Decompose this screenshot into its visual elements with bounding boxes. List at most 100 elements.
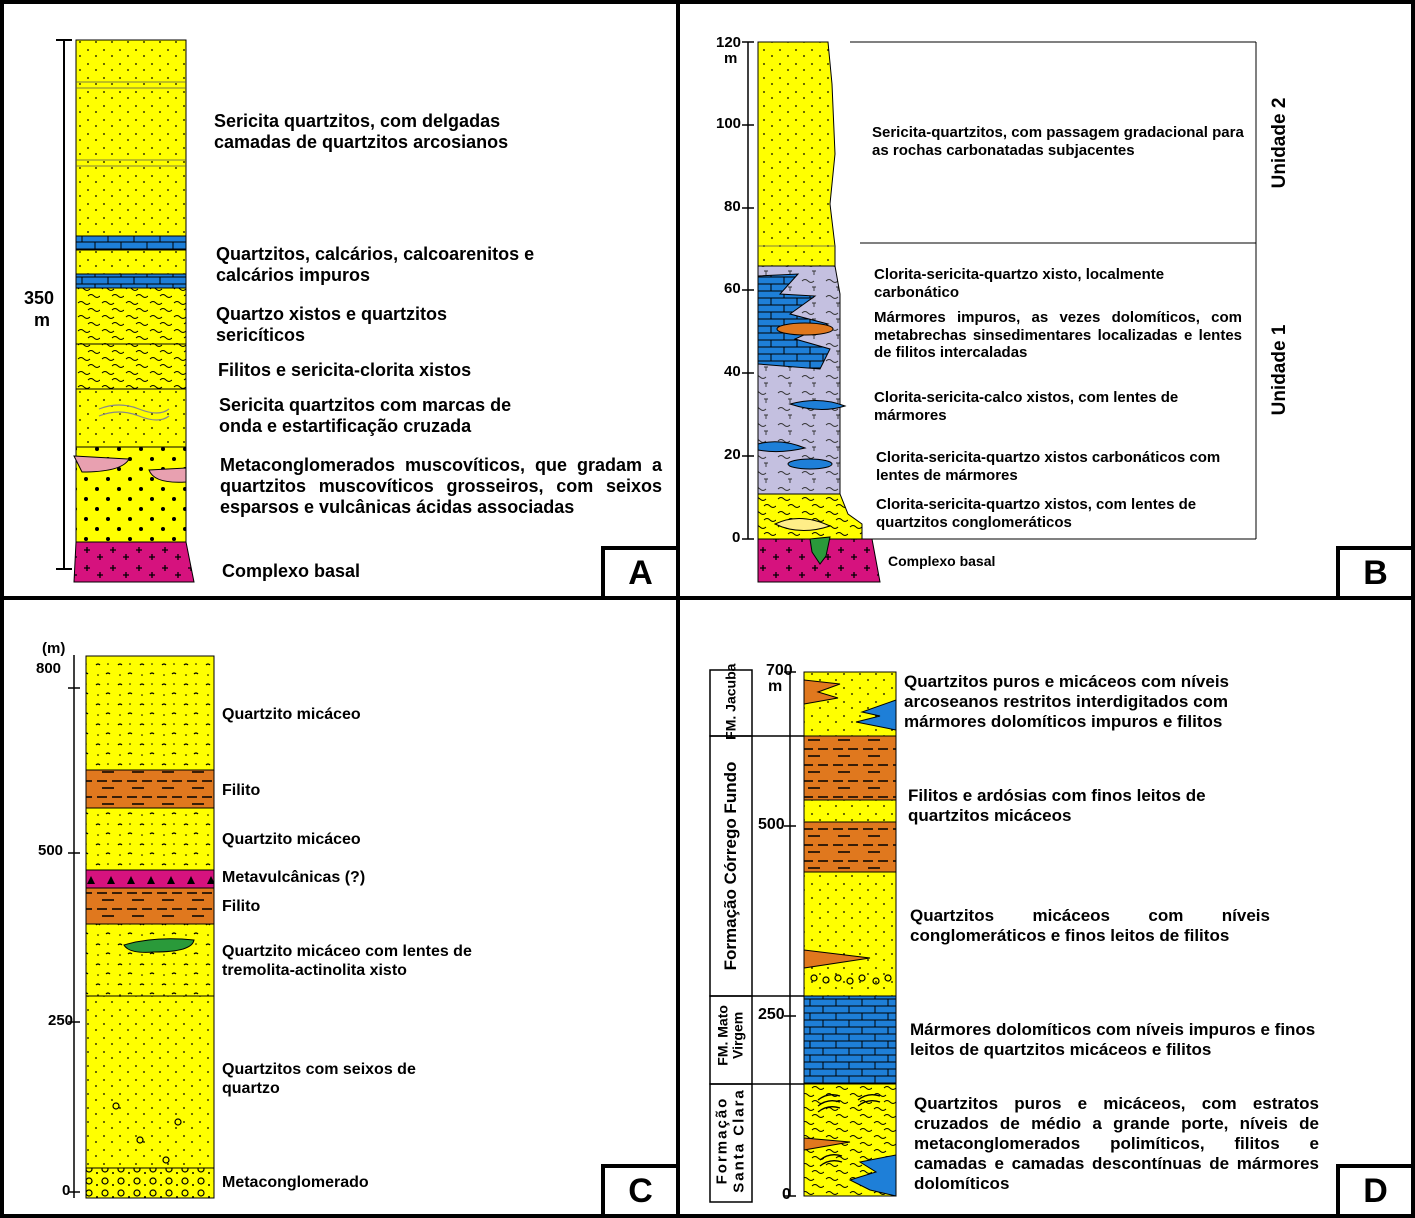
group-label-unidade-1: Unidade 1: [1269, 324, 1290, 416]
unit-c-2: Filito: [222, 782, 261, 799]
layer-sericite-quartzite: [75, 39, 187, 237]
layer-ripple-quartzite: [75, 388, 187, 448]
panel-letter-a: A: [601, 546, 676, 596]
column-b: [742, 41, 1257, 583]
layer-d-quartzite-bed: [803, 799, 897, 823]
formation-corrego-fundo: Formação Córrego Fundo: [721, 761, 740, 971]
unit-c-6: Quartzito micáceo com lentes de tremolit…: [222, 943, 472, 979]
layer-c-mica-quartzite-top: [85, 655, 215, 771]
thickness-unit: m: [34, 310, 51, 330]
formation-santa-clara: Formação Santa Clara: [713, 1088, 748, 1193]
tick-c-800: 800: [36, 660, 62, 677]
unit-d-5: Quartzitos puros e micáceos, com estrato…: [914, 1094, 1319, 1194]
panel-letter-c: C: [601, 1164, 676, 1214]
layer-limestone-2: [75, 273, 187, 289]
unit-b-5: Clorita-sericita-quartzo xistos carbonát…: [876, 449, 1221, 484]
formation-mato-virgem: FM. Mato Virgem: [714, 1005, 746, 1066]
layer-limestone-1: [75, 235, 187, 251]
tick-b-120: 120: [716, 34, 742, 51]
tick-b-40: 40: [724, 363, 741, 380]
tick-b-60: 60: [724, 280, 741, 297]
lens-b-marble-1: [788, 400, 847, 410]
group-label-unidade-2: Unidade 2: [1269, 97, 1290, 189]
unit-d-4: Mármores dolomíticos com níveis impuros …: [910, 1020, 1316, 1060]
panel-b: 0 20 40 60 80 100 120 m Sericita-quartzi…: [676, 0, 1415, 600]
unit-a-7: Complexo basal: [222, 561, 361, 581]
lens-volcanic-1: [73, 455, 130, 473]
tick-c-0: 0: [62, 1182, 71, 1199]
lens-d-jacuba-phyllite: [803, 679, 841, 705]
panel-a: 350 m Sericita quartzitos, com delgadas …: [0, 0, 680, 600]
unit-a-5: Sericita quartzitos com marcas de onda e…: [219, 395, 512, 437]
lens-b-phyllite: [776, 322, 834, 336]
lens-c-tremolite: [123, 938, 195, 953]
panel-letter-b: B: [1336, 546, 1411, 596]
tick-b-100: 100: [716, 115, 742, 132]
lens-b-green: [809, 536, 831, 565]
lens-b-marble-2: [757, 441, 807, 453]
panel-c: (m) 800 500 250 0 Quartzito micáceo Fili…: [0, 596, 680, 1218]
unit-b-2: Clorita-sericita-quartzo xisto, localmen…: [874, 266, 1165, 301]
unit-c-8: Metaconglomerado: [222, 1174, 369, 1191]
layer-c-phyllite-2: [85, 887, 215, 925]
tick-c-500: 500: [38, 842, 64, 859]
lens-d-santa-clara-marble: [848, 1154, 897, 1197]
layer-b-marble: [757, 273, 831, 370]
tick-b-80: 80: [724, 198, 741, 215]
layer-d-mica-quartzite: [803, 871, 897, 997]
tick-d-500: 500: [758, 816, 785, 833]
unit-b-4: Clorita-sericita-calco xistos, com lente…: [874, 389, 1179, 424]
unit-a-1: Sericita quartzitos, com delgadas camada…: [214, 111, 509, 153]
panel-d: 700 m 500 250 0 FM. Jacuba Formação Córr…: [676, 596, 1415, 1218]
layer-b-quartz-schist: [757, 493, 863, 540]
layer-calcarenite: [75, 249, 187, 275]
tick-d-700: 700: [766, 662, 793, 679]
layer-quartz-schist: [75, 287, 187, 345]
unit-b-3: Mármores impuros, as vezes dolomíticos, …: [874, 309, 1242, 362]
scale-unit-d: m: [768, 678, 783, 695]
tick-c-250: 250: [48, 1012, 74, 1029]
unit-b-7: Complexo basal: [888, 553, 996, 569]
lens-b-marble-3: [787, 458, 833, 470]
layer-phyllite: [75, 343, 187, 390]
tick-b-0: 0: [732, 529, 741, 546]
unit-a-2: Quartzitos, calcários, calcoarenitos e c…: [216, 244, 535, 286]
column-c: [68, 655, 215, 1199]
layer-b-sericite-quartzite: [757, 41, 836, 267]
lens-b-conglomerate: [773, 518, 832, 531]
unit-d-2: Filitos e ardósias com finos leitos de q…: [908, 786, 1206, 826]
unit-c-5: Filito: [222, 898, 261, 915]
column-d: [709, 669, 897, 1203]
layer-basement: [73, 541, 195, 583]
unit-b-1: Sericita-quartzitos, com passagem gradac…: [872, 124, 1244, 159]
layer-d-dolomitic-marble: [803, 995, 897, 1085]
layer-c-mica-quartzite-lens: [85, 923, 215, 997]
layer-c-phyllite-1: [85, 769, 215, 809]
layer-c-pebbly-quartzite: [85, 995, 215, 1169]
thickness-value: 350: [24, 288, 55, 308]
layer-c-metavolcanic: [85, 869, 215, 889]
unit-d-1: Quartzitos puros e micáceos com níveis a…: [904, 672, 1230, 732]
column-a: [56, 39, 195, 583]
layer-d-phyllite-upper: [803, 735, 897, 801]
layer-c-metaconglomerate: [85, 1167, 215, 1199]
lens-d-phyllite-tongue: [803, 949, 871, 969]
layer-metaconglomerate: [75, 446, 187, 543]
tick-b-20: 20: [724, 446, 741, 463]
tick-d-0: 0: [782, 1186, 791, 1203]
unit-d-3: Quartzitos micáceos com níveis conglomer…: [910, 906, 1270, 946]
tick-d-250: 250: [758, 1006, 785, 1023]
unit-c-3: Quartzito micáceo: [222, 831, 361, 848]
layer-d-phyllite-lower: [803, 821, 897, 873]
lens-volcanic-2: [148, 467, 187, 483]
unit-b-6: Clorita-sericita-quartzo xistos, com len…: [876, 496, 1197, 531]
unit-a-3: Quartzo xistos e quartzitos sericíticos: [216, 304, 448, 346]
lens-d-jacuba-marble: [855, 699, 897, 731]
unit-c-4: Metavulcânicas (?): [222, 869, 366, 886]
unit-c-1: Quartzito micáceo: [222, 706, 361, 723]
scale-unit-c: (m): [42, 640, 66, 657]
panel-letter-d: D: [1336, 1164, 1411, 1214]
unit-a-4: Filitos e sericita-clorita xistos: [218, 360, 472, 380]
unit-c-7: Quartzitos com seixos de quartzo: [222, 1061, 416, 1097]
unit-a-6: Metaconglomerados muscovíticos, que grad…: [220, 455, 662, 518]
